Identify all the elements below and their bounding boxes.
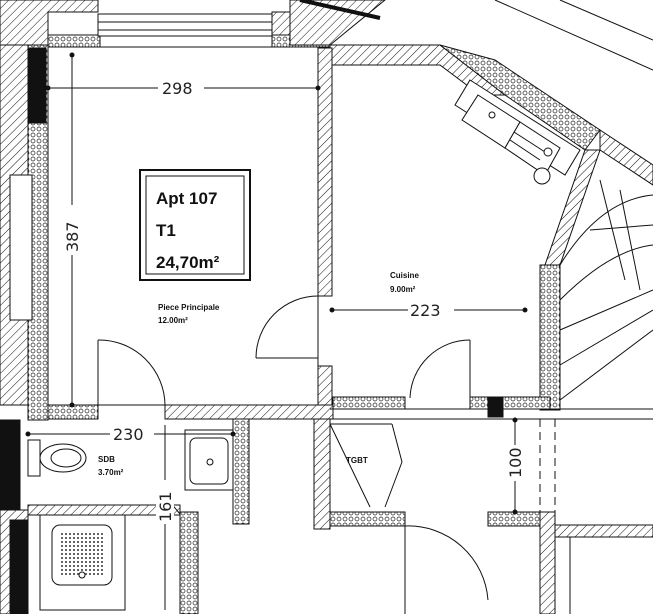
dim-bath-depth: 161: [156, 491, 175, 522]
doors: [97, 295, 489, 614]
room-main-name: Piece Principale: [158, 303, 220, 312]
room-kitchen-area: 9.00m²: [390, 285, 416, 294]
dim-main-height: 387: [63, 221, 82, 252]
kitchen-counter: [454, 79, 581, 185]
room-bath-name: SDB: [98, 455, 115, 464]
dim-bath-width: 230: [113, 425, 144, 444]
apartment-type: T1: [156, 221, 176, 240]
interior-lines: [47, 0, 653, 614]
dim-kitchen-width: 223: [410, 301, 441, 320]
bathroom-fixtures: [27, 429, 234, 611]
dim-main-width: 298: [162, 79, 193, 98]
dim-corridor: 100: [506, 447, 525, 478]
room-kitchen-name: Cuisine: [390, 271, 419, 280]
apartment-label-box: Apt 107 T1 24,70m²: [139, 169, 251, 281]
apartment-area: 24,70m²: [156, 253, 220, 272]
apartment-name: Apt 107: [156, 189, 217, 208]
room-panel-name: TGBT: [346, 456, 368, 465]
room-labels: Piece Principale 12.00m² Cuisine 9.00m² …: [98, 271, 419, 477]
room-main-area: 12.00m²: [158, 316, 188, 325]
dimension-labels: 298 387 223 230 161 100: [63, 79, 525, 524]
room-bath-area: 3.70m²: [98, 468, 124, 477]
